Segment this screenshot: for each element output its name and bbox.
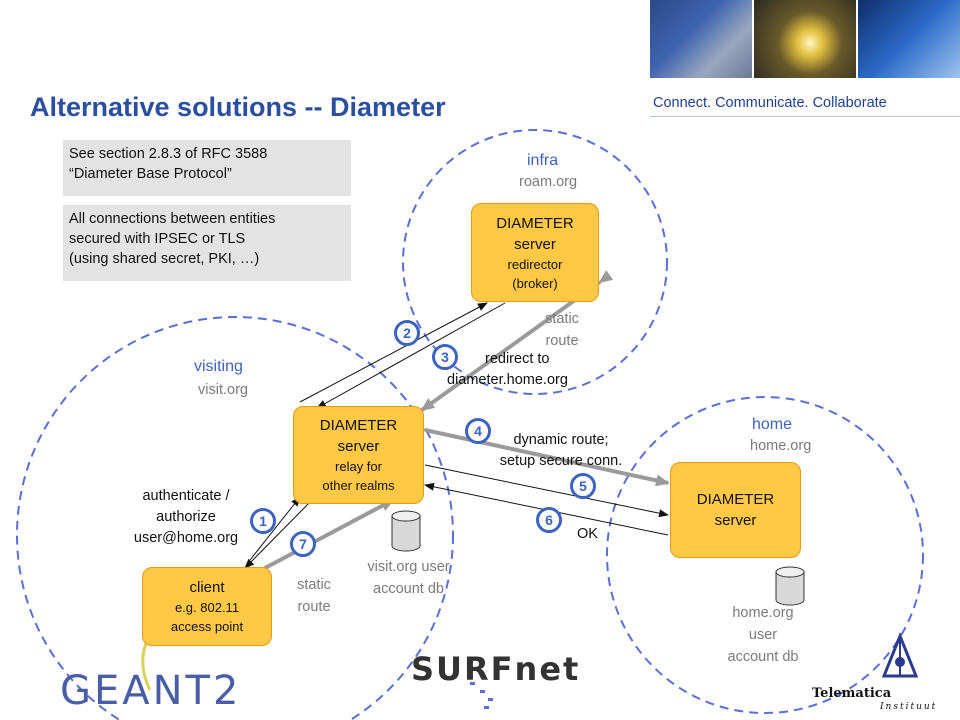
- node-line: client: [189, 579, 225, 596]
- node-line: DIAMETER: [696, 491, 775, 508]
- static-route-bottom-arrow: [251, 498, 395, 579]
- step-badge: 5: [570, 473, 596, 499]
- dynamic-label-line: dynamic route;: [513, 432, 609, 448]
- node-line: server: [714, 512, 757, 529]
- dynamic-route-label: dynamic route; setup secure conn.: [476, 430, 646, 472]
- ok-label: OK: [577, 526, 598, 542]
- step-badge: 3: [432, 344, 458, 370]
- auth-label: authenticate / authorize user@home.org: [112, 486, 260, 549]
- security-note: All connections between entities secured…: [63, 205, 351, 281]
- node-line: e.g. 802.11: [174, 600, 240, 615]
- dynamic-label-line: setup secure conn.: [499, 453, 623, 469]
- node-line: server: [337, 438, 380, 455]
- dynamic-route-arrow: [411, 421, 670, 487]
- db-label-line: visit.org user: [367, 559, 450, 575]
- step-1-arrow: [249, 496, 301, 561]
- client-node[interactable]: client e.g. 802.11 access point: [142, 567, 272, 646]
- node-line: other realms: [322, 478, 395, 493]
- relay-server-node[interactable]: DIAMETER server relay for other realms: [293, 406, 424, 504]
- rfc-note-line: See section 2.8.3 of RFC 3588: [69, 146, 268, 162]
- rfc-note-line: “Diameter Base Protocol”: [69, 166, 232, 182]
- auth-label-line: authorize: [156, 509, 216, 525]
- surfnet-mark-icon: [470, 682, 493, 709]
- auth-label-line: user@home.org: [133, 530, 239, 546]
- step-2-arrow: [299, 302, 488, 403]
- geant-logo: GEANT2: [60, 668, 242, 714]
- auth-label-line: authenticate /: [142, 488, 230, 504]
- db-label-line: account db: [727, 649, 799, 665]
- step-5-arrow: [424, 464, 669, 518]
- surfnet-logo: SURFnet: [411, 650, 581, 688]
- eu-flags-image: [650, 0, 752, 78]
- header-banner: [650, 0, 960, 78]
- rfc-note: See section 2.8.3 of RFC 3588 “Diameter …: [63, 140, 351, 196]
- route-label-line: route: [545, 333, 579, 349]
- broker-server-node[interactable]: DIAMETER server redirector (broker): [471, 203, 599, 302]
- light-burst-image: [754, 0, 856, 78]
- static-route-bottom-label: static route: [284, 574, 344, 618]
- circuit-board-image: [858, 0, 960, 78]
- telematica-logo: Telematica: [812, 686, 892, 701]
- db-label-line: home.org: [732, 605, 794, 621]
- telematica-emblem-icon: [881, 631, 919, 678]
- step-badge: 7: [290, 531, 316, 557]
- step-badge: 1: [250, 508, 276, 534]
- visit-db-label: visit.org user account db: [346, 556, 471, 600]
- home-realm: home.org: [750, 438, 812, 454]
- static-route-top-arrow: [420, 270, 614, 412]
- db-label-line: account db: [373, 581, 444, 597]
- node-line: access point: [170, 619, 244, 634]
- home-server-node[interactable]: DIAMETER server: [670, 462, 801, 558]
- tagline-divider: [650, 116, 960, 117]
- telematica-instituut-logo: Instituut: [880, 702, 938, 712]
- visiting-domain-circle: [16, 316, 454, 720]
- security-note-line: (using shared secret, PKI, …): [69, 251, 260, 267]
- home-domain-circle: [606, 396, 924, 714]
- route-label-line: route: [297, 599, 331, 615]
- step-badge: 4: [465, 418, 491, 444]
- step-badge: 6: [536, 507, 562, 533]
- node-line: redirector: [507, 256, 563, 272]
- home-db-label: home.org user account db: [708, 602, 818, 668]
- redirect-label-line: redirect to: [485, 351, 550, 367]
- static-route-top-label: static route: [532, 308, 592, 352]
- node-line: (broker): [512, 275, 558, 291]
- infra-label: infra: [527, 152, 559, 169]
- step-7-arrow: [244, 499, 313, 569]
- db-label-line: user: [748, 627, 778, 643]
- page-title: Alternative solutions -- Diameter: [30, 92, 446, 122]
- home-db-icon: [775, 566, 805, 606]
- security-note-line: All connections between entities: [69, 211, 276, 227]
- route-label-line: static: [297, 577, 331, 593]
- home-label: home: [752, 416, 793, 433]
- visit-db-icon: [391, 510, 421, 552]
- node-line: DIAMETER: [496, 214, 574, 232]
- security-note-line: secured with IPSEC or TLS: [69, 231, 246, 247]
- infra-domain-circle: [402, 129, 668, 395]
- redirect-label: redirect to diameter.home.org: [447, 349, 568, 391]
- visiting-realm: visit.org: [198, 382, 248, 398]
- node-line: relay for: [335, 459, 382, 474]
- step-badge: 2: [394, 320, 420, 346]
- visiting-label: visiting: [194, 358, 243, 375]
- tagline: Connect. Communicate. Collaborate: [653, 95, 887, 111]
- node-line: server: [514, 235, 556, 253]
- redirect-label-line: diameter.home.org: [447, 372, 568, 388]
- infra-realm: roam.org: [519, 174, 578, 190]
- route-label-line: static: [545, 311, 579, 327]
- node-line: DIAMETER: [319, 417, 398, 434]
- step-3-arrow: [316, 302, 506, 409]
